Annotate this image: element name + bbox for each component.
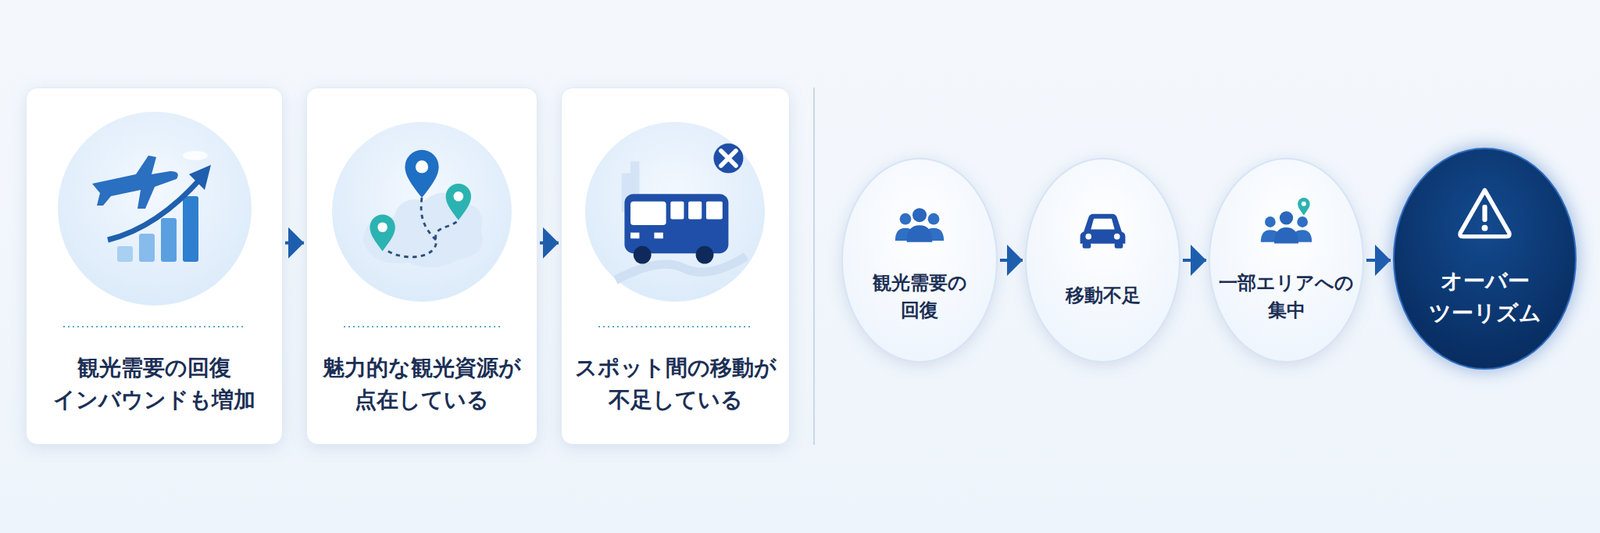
card-label: スポット間の移動が 不足している: [570, 352, 782, 416]
flow-arrow: [539, 241, 559, 245]
text-box: 観光需要の回復 インバウンドも増加: [25, 352, 283, 416]
dotted-separator: [343, 325, 500, 328]
divider-line: [813, 87, 815, 445]
flow-arrow: [1000, 258, 1023, 262]
circle-shape: [1208, 157, 1365, 363]
circle-shape: [1025, 157, 1181, 363]
circle-background: [1025, 158, 1180, 362]
step-icon: [895, 207, 944, 242]
card-background: [561, 88, 790, 445]
result-circle: オーバー ツーリズム: [1392, 147, 1577, 370]
flow-step-circle: 一部エリアへの 集中: [1208, 157, 1365, 363]
text-box: 観光需要の 回復: [841, 269, 998, 325]
dotted-separator: [63, 325, 246, 328]
card-illustration: [615, 143, 747, 281]
card-background: [307, 88, 538, 445]
card-illustration: [92, 150, 211, 262]
cause-card: スポット間の移動が 不足している: [560, 87, 790, 445]
card-label: 観光需要の回復 インバウンドも増加: [41, 352, 268, 416]
card-illustration: [362, 150, 483, 268]
circle-shape: [841, 157, 998, 363]
circle-shape: [1392, 147, 1577, 370]
step-label: 移動不足: [1036, 282, 1170, 310]
step-icon: [1460, 189, 1510, 236]
step-label: 観光需要の 回復: [860, 269, 979, 325]
flow-arrow: [285, 241, 304, 245]
cause-card: 魅力的な観光資源が 点在している: [306, 87, 538, 445]
flow-step-circle: 観光需要の 回復: [841, 157, 998, 363]
step-icon: [1080, 214, 1126, 249]
icon-disc: [332, 121, 512, 302]
flow-step-circle: 移動不足: [1025, 157, 1181, 363]
flow-arrow: [1366, 258, 1391, 262]
card-background: [26, 88, 283, 445]
text-box: 魅力的な観光資源が 点在している: [306, 352, 538, 416]
card-label: 魅力的な観光資源が 点在している: [316, 352, 528, 416]
step-icon: [1260, 197, 1312, 243]
circle-background: [842, 158, 997, 362]
step-label: オーバー ツーリズム: [1418, 265, 1552, 329]
icon-disc: [57, 111, 252, 306]
text-box: 移動不足: [1025, 282, 1181, 310]
circle-background: [1393, 148, 1576, 369]
circle-background: [1209, 158, 1364, 362]
text-box: 一部エリアへの 集中: [1208, 269, 1365, 325]
step-label: 一部エリアへの 集中: [1214, 269, 1359, 325]
dotted-separator: [598, 325, 753, 328]
flow-arrow: [1182, 258, 1207, 262]
text-box: スポット間の移動が 不足している: [560, 352, 790, 416]
icon-disc: [585, 121, 765, 302]
cause-card: 観光需要の回復 インバウンドも増加: [25, 87, 283, 445]
text-box: オーバー ツーリズム: [1392, 265, 1577, 329]
